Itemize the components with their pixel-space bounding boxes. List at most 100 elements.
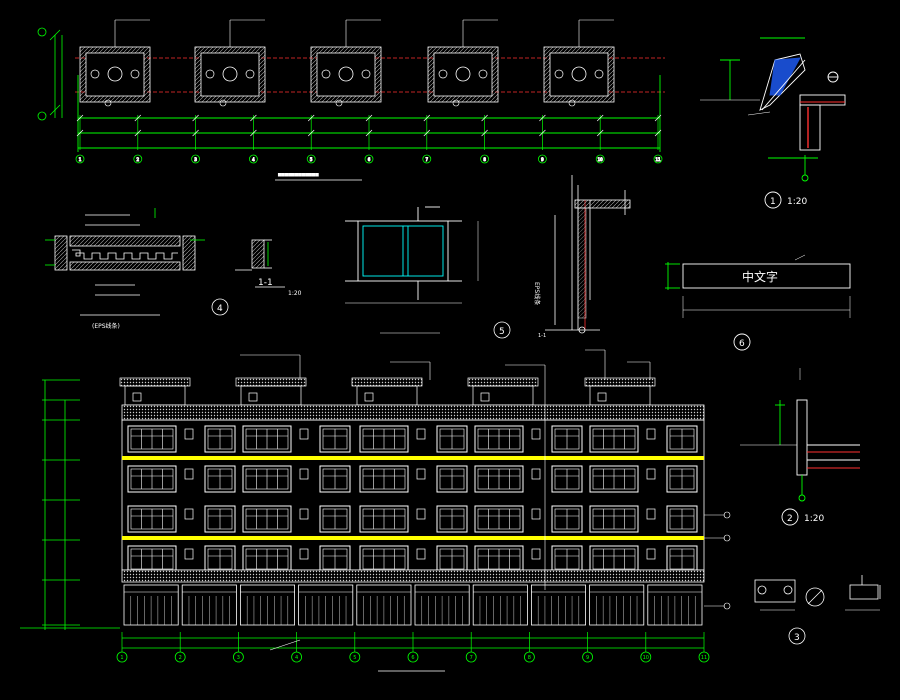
roof-house-window [248,392,258,402]
detail-2-number: 2 [787,514,793,524]
facade-window-medium [551,505,583,533]
drain-icon [107,66,123,82]
detail-4-number: 4 [217,304,223,314]
facade-window-small [299,508,309,520]
detail-3 [754,575,881,645]
facade-window-large [589,505,639,533]
facade-window-medium [204,505,236,533]
ground-cornice [121,569,705,583]
detail-1-bubble [764,191,782,209]
facade-window-small [531,468,541,480]
eps-label: (EPS线条) [92,322,120,330]
facade-window-small [531,508,541,520]
facade-body [121,419,705,571]
shop-bay [239,584,295,626]
plan-axis-bubble [133,154,143,164]
facade-window-large [242,465,292,493]
facade-window-large [127,505,177,533]
facade-window-large [589,465,639,493]
elevation-leaders [240,349,731,651]
facade-window-large [359,425,409,453]
facade-window-small [416,428,426,440]
detail-6-bubble [733,333,751,351]
yellow-band-lower [122,536,704,540]
elevation-axis-number: 10 [643,655,649,661]
detail-5-bubble [493,321,511,339]
facade-window-small [416,508,426,520]
facade-window-medium [436,425,468,453]
drain-icon [338,66,354,82]
plan-axis-number: 6 [368,157,371,162]
facade-window-medium [666,505,698,533]
elevation-axis-number: 5 [353,655,356,661]
elevation-axis-number: 4 [295,655,298,661]
facade-windows [127,425,698,573]
facade-window-large [242,505,292,533]
facade-window-large [359,465,409,493]
sign-board [682,263,851,289]
plan-axis-bubble [248,154,258,164]
plan-stair-house [194,19,266,107]
facade-window-medium [319,465,351,493]
facade-window-small [299,548,309,560]
roof-house-window [132,392,142,402]
sign-text: 中文字 [742,269,778,284]
shop-bay [123,584,179,626]
plan-axis-bubble [306,154,316,164]
facade-window-medium [319,545,351,573]
elevation-axis-bubble [524,651,535,663]
elevation-axis-number: 9 [586,655,589,661]
facade-window-large [589,545,639,573]
plan-axis-bubble [653,154,663,164]
facade-window-large [359,505,409,533]
facade-window-large [242,425,292,453]
roof-stair-houses [119,377,656,406]
yellow-band-upper [122,456,704,460]
shop-bay [647,584,703,626]
facade-window-large [589,425,639,453]
parapet-cornice [121,404,705,421]
detail-6-number: 6 [739,339,745,349]
facade-window-large [474,545,524,573]
section-1-1-scale: 1:20 [288,290,302,297]
plan-axis-bubble [364,154,374,164]
facade-window-large [474,465,524,493]
roof-house-window [364,392,374,402]
facade-window-small [299,468,309,480]
facade-window-small [184,548,194,560]
facade-window-small [531,548,541,560]
facade-window-medium [551,465,583,493]
facade-window-medium [666,545,698,573]
shop-bay [181,584,237,626]
plan-axis-number: 1 [79,157,82,162]
plan-axis-bubble [75,154,85,164]
plan-axis-bubble [538,154,547,164]
elevation-axis-number: 7 [470,655,473,661]
section-1-1b-label: 1-1 [538,333,546,339]
elevation-axis-number: 1 [120,655,123,661]
roof-plan-ticks [76,114,662,150]
facade-window-small [646,508,656,520]
roof-house-window [480,392,490,402]
detail-2-scale: 1:20 [804,514,824,524]
elevation-axis-bubble [582,651,593,663]
plan-axis-number: 8 [483,157,486,162]
facade-window-small [299,428,309,440]
detail-5 [493,175,631,339]
elevation-axis-number: 11 [701,655,707,661]
facade-window-medium [551,425,583,453]
elevation-axis-bubble [291,651,303,663]
elevation-axis-number: 2 [179,655,182,661]
plan-axis-number: 3 [194,157,197,162]
plan-stair-house [79,19,151,107]
roof-plan-stair-houses [79,19,615,107]
facade-window-medium [551,545,583,573]
plan-stair-house [310,19,382,107]
facade-window-medium [666,465,698,493]
facade-window-small [184,468,194,480]
detail-1-number: 1 [770,197,776,207]
facade-window-large [359,545,409,573]
